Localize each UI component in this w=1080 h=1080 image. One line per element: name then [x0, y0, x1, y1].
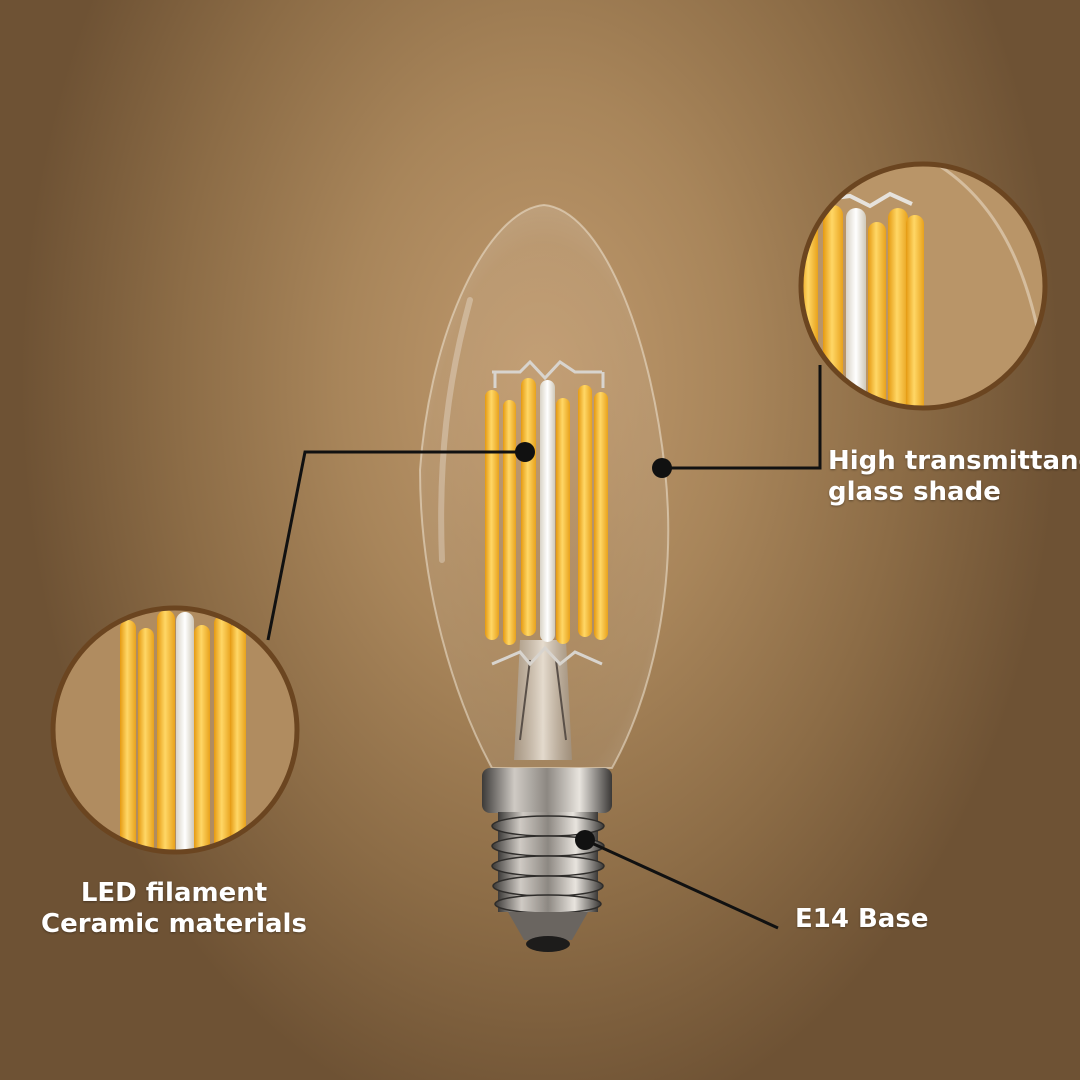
led-filaments	[485, 378, 608, 645]
e14-base	[482, 768, 612, 952]
glass-shade-label: High transmittance glass shade	[828, 446, 1080, 508]
glass-zoom-circle	[798, 161, 1048, 411]
glass-shade-label-line1: High transmittance	[828, 446, 1080, 476]
led-filament-label-line2: Ceramic materials	[41, 909, 307, 939]
glass-shade-label-line2: glass shade	[828, 477, 1001, 507]
led-filament-label-line1: LED filament	[80, 878, 268, 908]
leader-line-base	[575, 830, 779, 930]
leader-line-glass	[652, 365, 822, 478]
glass-stem	[514, 640, 572, 760]
filament-zoom-circle	[50, 605, 300, 855]
led-filament-label: LED filament Ceramic materials	[0, 878, 348, 940]
base-label: E14 Base	[795, 904, 929, 934]
leader-line-filament	[266, 442, 535, 641]
filament-support-wire	[491, 359, 605, 667]
